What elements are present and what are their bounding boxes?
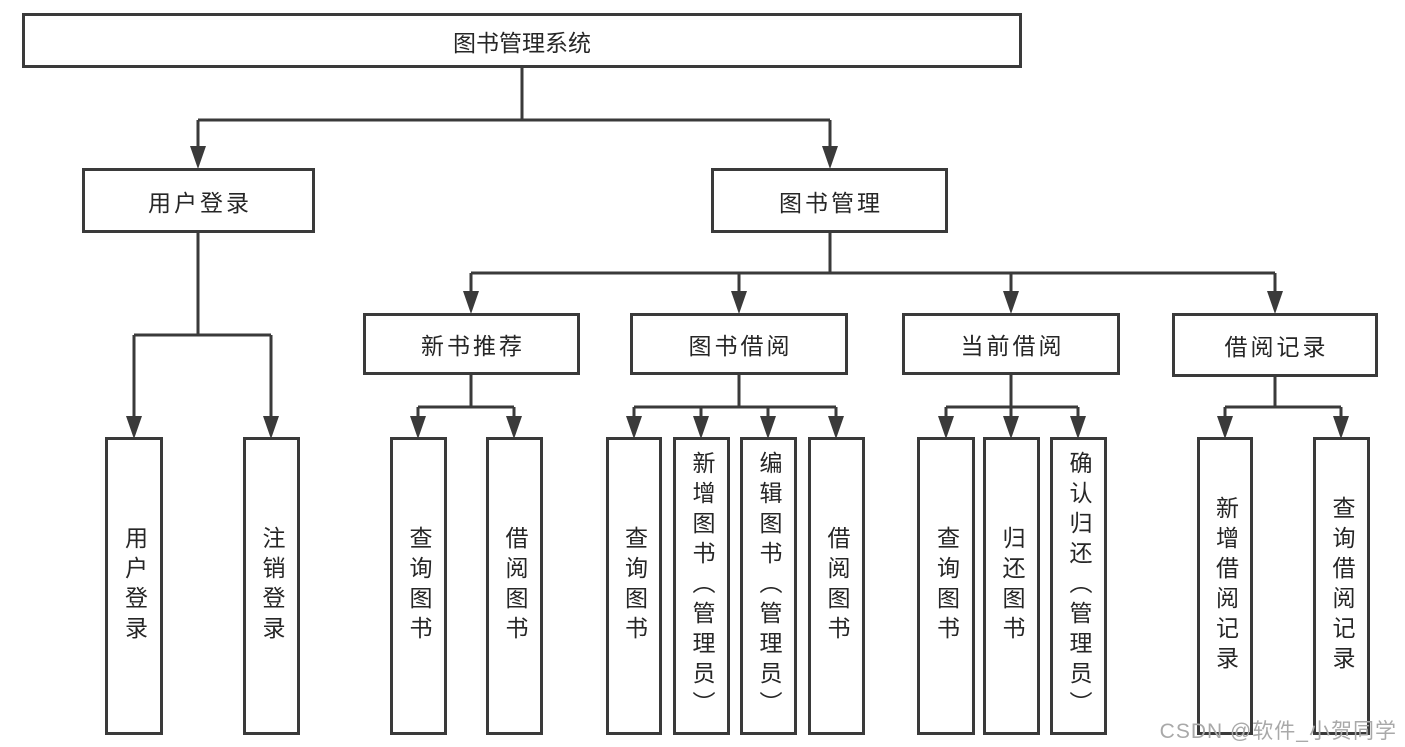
- leaf-borrow-books: 借阅图书: [808, 437, 865, 735]
- leaf-query-books-current-label: 查询图书: [933, 526, 960, 646]
- leaf-borrow-books-recommend: 借阅图书: [486, 437, 543, 735]
- node-library-management-system: 图书管理系统: [22, 13, 1022, 68]
- leaf-borrow-books-recommend-label: 借阅图书: [502, 526, 528, 646]
- leaf-logout: 注销登录: [243, 437, 300, 735]
- node-book-borrowing-label: 图书借阅: [688, 333, 793, 359]
- leaf-query-books-recommend-label: 查询图书: [406, 526, 432, 646]
- node-current-borrowing-label: 当前借阅: [960, 333, 1065, 359]
- leaf-query-books-current: 查询图书: [917, 437, 975, 735]
- node-book-borrowing: 图书借阅: [630, 313, 848, 375]
- leaf-return-books: 归还图书: [983, 437, 1040, 735]
- leaf-confirm-return-admin-label: 确认归还（管理员）: [1066, 451, 1092, 721]
- leaf-edit-books-admin: 编辑图书（管理员）: [740, 437, 797, 735]
- leaf-user-login-label: 用户登录: [121, 526, 148, 646]
- leaf-logout-label: 注销登录: [259, 526, 285, 646]
- node-user-login-label: 用户登录: [148, 189, 252, 216]
- leaf-query-books-borrowing: 查询图书: [606, 437, 662, 735]
- leaf-add-borrow-record: 新增借阅记录: [1197, 437, 1253, 735]
- leaf-confirm-return-admin: 确认归还（管理员）: [1050, 437, 1107, 735]
- node-library-management-system-label: 图书管理系统: [453, 29, 591, 56]
- csdn-watermark: CSDN @软件_小贺同学: [1159, 720, 1397, 743]
- leaf-query-books-borrowing-label: 查询图书: [621, 526, 648, 646]
- leaf-query-borrow-record-label: 查询借阅记录: [1329, 496, 1355, 676]
- leaf-add-borrow-record-label: 新增借阅记录: [1212, 496, 1239, 676]
- node-book-management: 图书管理: [711, 168, 948, 233]
- node-new-book-recommend-label: 新书推荐: [421, 333, 525, 359]
- node-new-book-recommend: 新书推荐: [363, 313, 580, 375]
- node-current-borrowing: 当前借阅: [902, 313, 1120, 375]
- leaf-return-books-label: 归还图书: [999, 526, 1025, 646]
- leaf-borrow-books-label: 借阅图书: [824, 526, 850, 646]
- node-book-management-label: 图书管理: [779, 189, 883, 216]
- node-user-login: 用户登录: [82, 168, 315, 233]
- leaf-query-books-recommend: 查询图书: [390, 437, 447, 735]
- node-borrowing-records-label: 借阅记录: [1224, 334, 1329, 360]
- leaf-user-login: 用户登录: [105, 437, 163, 735]
- leaf-edit-books-admin-label: 编辑图书（管理员）: [756, 451, 782, 721]
- node-borrowing-records: 借阅记录: [1172, 313, 1378, 377]
- leaf-add-books-admin-label: 新增图书（管理员）: [689, 451, 715, 721]
- leaf-query-borrow-record: 查询借阅记录: [1313, 437, 1370, 735]
- leaf-add-books-admin: 新增图书（管理员）: [673, 437, 730, 735]
